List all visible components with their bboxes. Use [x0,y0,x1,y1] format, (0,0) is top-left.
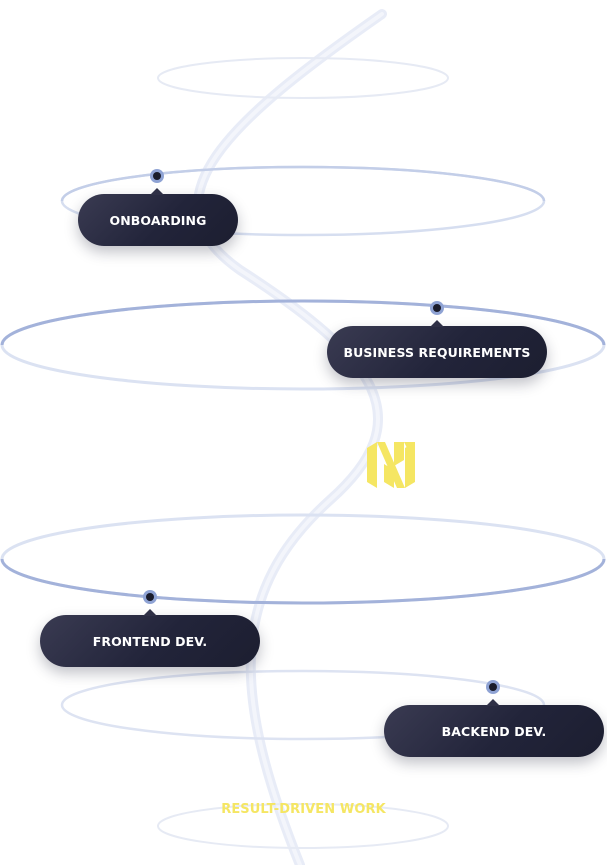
dot-backend [486,680,500,694]
pill-pointer [430,320,444,327]
ring-top [157,57,449,99]
dot-onboarding [150,169,164,183]
result-driven-work-label: RESULT-DRIVEN WORK [221,802,386,817]
stage-onboarding-pill[interactable]: ONBOARDING [78,188,238,246]
stage-label: BACKEND DEV. [441,723,547,739]
pill-pointer [150,188,164,195]
stage-backend-dev-pill[interactable]: BACKEND DEV. [384,699,604,757]
brand-logo-icon [367,442,415,488]
ring-bottom [157,803,449,849]
stage-label: FRONTEND DEV. [92,633,208,649]
dot-frontend [143,590,157,604]
stage-frontend-dev-pill[interactable]: FRONTEND DEV. [40,609,260,667]
pill-pointer [486,699,500,706]
stage-label: BUSINESS REQUIREMENTS [343,344,531,360]
stage-business-requirements-pill[interactable]: BUSINESS REQUIREMENTS [327,320,547,378]
stage-label: ONBOARDING [109,212,207,228]
pill-pointer [143,609,157,616]
dot-business [430,301,444,315]
